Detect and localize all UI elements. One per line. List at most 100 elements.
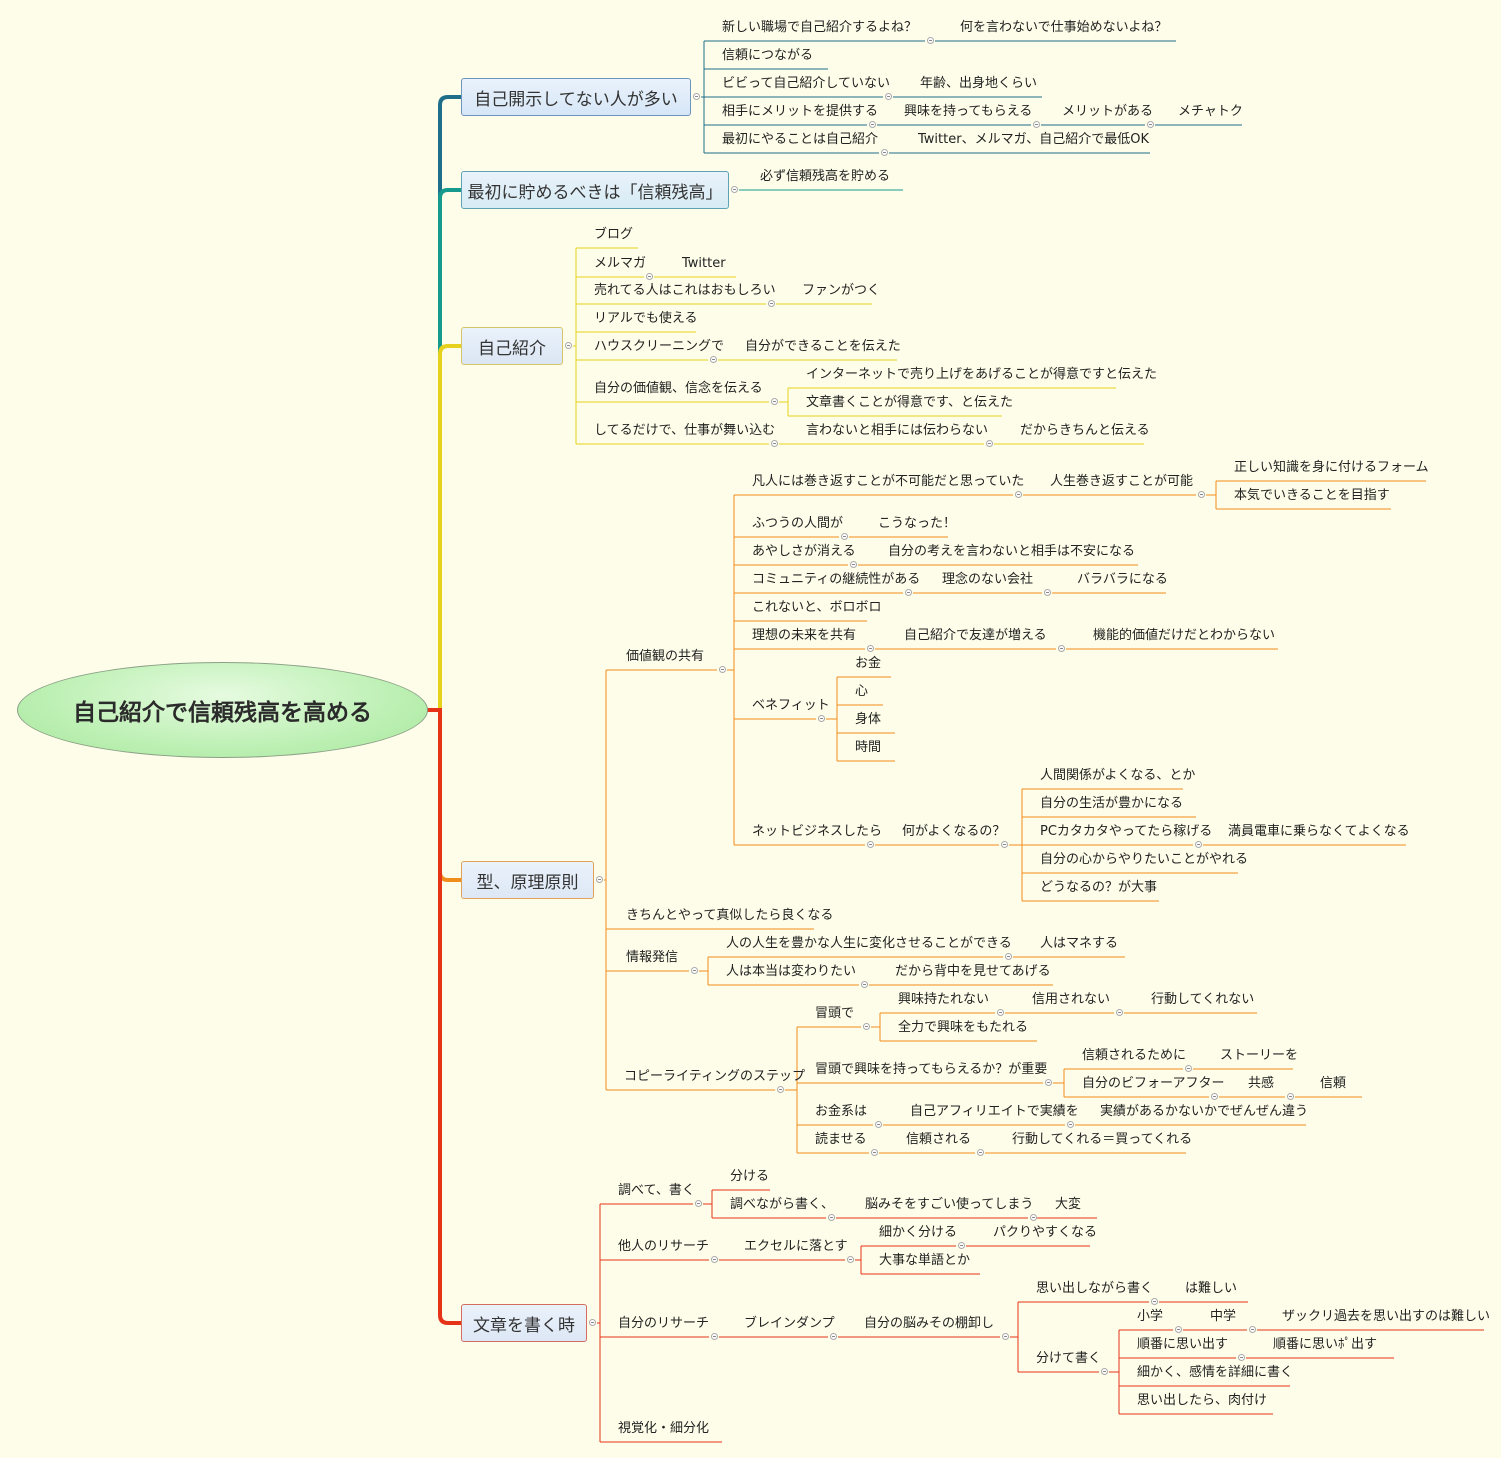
topic-n031[interactable]: ふつうの人間が [752, 516, 844, 531]
topic-n016[interactable]: 売れてる人はこれはおもしろい [594, 283, 776, 298]
topic-n035[interactable]: コミュニティの継続性がある [752, 572, 921, 587]
collapse-toggle-icon[interactable] [1185, 1065, 1192, 1072]
topic-n094[interactable]: ザックリ過去を思い出すのは難しい [1282, 1309, 1491, 1324]
collapse-toggle-icon[interactable] [1249, 1326, 1256, 1333]
collapse-toggle-icon[interactable] [1151, 1298, 1158, 1305]
collapse-toggle-icon[interactable] [1147, 121, 1154, 128]
topic-n009[interactable]: メチャトク [1178, 104, 1243, 119]
topic-n092[interactable]: 小学 [1137, 1309, 1164, 1324]
topic-n021[interactable]: 自分の価値観、信念を伝える [594, 381, 763, 396]
topic-n078[interactable]: 信頼される [906, 1132, 972, 1147]
branch-self-disclosure[interactable]: 自己開示してない人が多い [461, 78, 691, 116]
collapse-toggle-icon[interactable] [711, 1333, 718, 1340]
collapse-toggle-icon[interactable] [871, 1149, 878, 1156]
topic-n079[interactable]: 行動してくれる＝買ってくれる [1012, 1132, 1193, 1147]
topic-n041[interactable]: 機能的価値だけだとわからない [1093, 628, 1276, 643]
topic-n047[interactable]: 時間 [855, 740, 882, 755]
topic-n054[interactable]: 自分の心からやりたいことがやれる [1040, 852, 1249, 867]
collapse-toggle-icon[interactable] [875, 1121, 882, 1128]
topic-n023[interactable]: 文章書くことが得意です、と伝えた [806, 395, 1013, 410]
topic-n064[interactable]: 行動してくれない [1151, 992, 1255, 1007]
collapse-toggle-icon[interactable] [777, 1086, 784, 1093]
topic-n038[interactable]: これないと、ボロボロ [752, 600, 882, 615]
topic-n025[interactable]: 言わないと相手には伝わらない [806, 423, 989, 438]
topic-n003[interactable]: 信頼につながる [722, 48, 814, 63]
collapse-toggle-icon[interactable] [818, 715, 825, 722]
topic-n060[interactable]: 人は本当は変わりたい [726, 964, 857, 979]
topic-n096[interactable]: 順番に思いﾎﾟ出す [1273, 1337, 1378, 1352]
collapse-toggle-icon[interactable] [830, 1333, 837, 1340]
topic-n067[interactable]: 信頼されるために [1082, 1048, 1187, 1063]
topic-n088[interactable]: エクセルに落とす [744, 1239, 848, 1254]
collapse-toggle-icon[interactable] [695, 1200, 702, 1207]
topic-n083[interactable]: 脳みそをすごい使ってしまう [865, 1197, 1034, 1212]
topic-n057[interactable]: 人の人生を豊かな人生に変化させることができる [726, 936, 1012, 951]
collapse-toggle-icon[interactable] [869, 121, 876, 128]
topic-n087[interactable]: 他人のリサーチ [618, 1239, 710, 1254]
topic-n048[interactable]: 人間関係がよくなる、とか [1040, 768, 1196, 783]
collapse-toggle-icon[interactable] [867, 645, 874, 652]
topic-n075[interactable]: 自己アフィリエイトで実績を [910, 1104, 1079, 1119]
topic-n068[interactable]: ストーリーを [1220, 1048, 1299, 1063]
topic-n004[interactable]: ビビって自己紹介していない [722, 76, 890, 91]
topic-n073[interactable]: 信頼 [1320, 1076, 1347, 1091]
topic-n082[interactable]: 調べながら書く、 [730, 1197, 835, 1212]
topic-n045[interactable]: ベネフィット [752, 698, 830, 713]
topic-n071[interactable]: 自分のビフォーアフター [1082, 1076, 1225, 1091]
collapse-toggle-icon[interactable] [977, 1149, 984, 1156]
collapse-toggle-icon[interactable] [1030, 1214, 1037, 1221]
collapse-toggle-icon[interactable] [885, 93, 892, 100]
topic-n063[interactable]: 信用されない [1032, 992, 1111, 1007]
topic-n077[interactable]: 読ませる [815, 1132, 867, 1147]
topic-n101[interactable]: 細かく、感情を詳細に書く [1137, 1365, 1294, 1380]
topic-n069[interactable]: 冒頭で興味を持ってもらえるか？が重要 [815, 1062, 1048, 1077]
topic-n059[interactable]: 情報発信 [626, 950, 679, 965]
collapse-toggle-icon[interactable] [1175, 1326, 1182, 1333]
topic-n074[interactable]: お金系は [815, 1104, 868, 1119]
topic-n076[interactable]: 実績があるかないかでぜんぜん違う [1100, 1104, 1309, 1119]
topic-n086[interactable]: パクりやすくなる [993, 1225, 1098, 1240]
collapse-toggle-icon[interactable] [1067, 1121, 1074, 1128]
topic-n026[interactable]: だからきちんと伝える [1020, 423, 1150, 438]
collapse-toggle-icon[interactable] [881, 149, 888, 156]
topic-n017[interactable]: ファンがつく [802, 283, 881, 298]
topic-n050[interactable]: ネットビジネスしたら [752, 824, 883, 839]
collapse-toggle-icon[interactable] [1015, 491, 1022, 498]
branch-writing[interactable]: 文章を書く時 [461, 1304, 587, 1342]
collapse-toggle-icon[interactable] [691, 967, 698, 974]
topic-n029[interactable]: 正しい知識を身に付けるフォーム [1234, 460, 1429, 475]
collapse-toggle-icon[interactable] [828, 1214, 835, 1221]
collapse-toggle-icon[interactable] [1287, 1093, 1294, 1100]
topic-n033[interactable]: あやしさが消える [752, 544, 856, 559]
topic-n013[interactable]: ブログ [594, 227, 634, 242]
collapse-toggle-icon[interactable] [1002, 1333, 1009, 1340]
topic-n099[interactable]: 自分の脳みその棚卸し [864, 1316, 995, 1331]
collapse-toggle-icon[interactable] [1238, 1354, 1245, 1361]
topic-n028[interactable]: 人生巻き返すことが可能 [1050, 474, 1194, 489]
topic-n006[interactable]: 相手にメリットを提供する [722, 104, 879, 119]
collapse-toggle-icon[interactable] [710, 356, 717, 363]
topic-n007[interactable]: 興味を持ってもらえる [904, 104, 1033, 119]
root-topic[interactable]: 自己紹介で信頼残高を高める [17, 662, 428, 758]
topic-n022[interactable]: インターネットで売り上げをあげることが得意ですと伝えた [806, 367, 1158, 382]
topic-n005[interactable]: 年齢、出身地くらい [920, 76, 1038, 91]
topic-n032[interactable]: こうなった！ [878, 516, 957, 531]
topic-n084[interactable]: 大変 [1055, 1197, 1082, 1212]
topic-n072[interactable]: 共感 [1248, 1076, 1275, 1091]
collapse-toggle-icon[interactable] [927, 37, 934, 44]
topic-n037[interactable]: バラバラになる [1077, 572, 1168, 587]
collapse-toggle-icon[interactable] [589, 1319, 596, 1326]
collapse-toggle-icon[interactable] [997, 1009, 1004, 1016]
topic-n061[interactable]: だから背中を見せてあげる [895, 964, 1051, 979]
collapse-toggle-icon[interactable] [1116, 1009, 1123, 1016]
collapse-toggle-icon[interactable] [693, 93, 700, 100]
topic-n081[interactable]: 調べて、書く [618, 1183, 695, 1198]
topic-n049[interactable]: 自分の生活が豊かになる [1040, 796, 1184, 811]
topic-n014[interactable]: メルマガ [594, 256, 647, 271]
topic-n052[interactable]: PCカタカタやってたら稼げる [1040, 824, 1213, 839]
topic-n043[interactable]: お金 [855, 656, 882, 671]
topic-n008[interactable]: メリットがある [1062, 104, 1154, 119]
topic-n056[interactable]: きちんとやって真似したら良くなる [626, 908, 834, 923]
topic-n027[interactable]: 凡人には巻き返すことが不可能だと思っていた [752, 474, 1025, 489]
topic-n034[interactable]: 自分の考えを言わないと相手は不安になる [888, 544, 1136, 559]
